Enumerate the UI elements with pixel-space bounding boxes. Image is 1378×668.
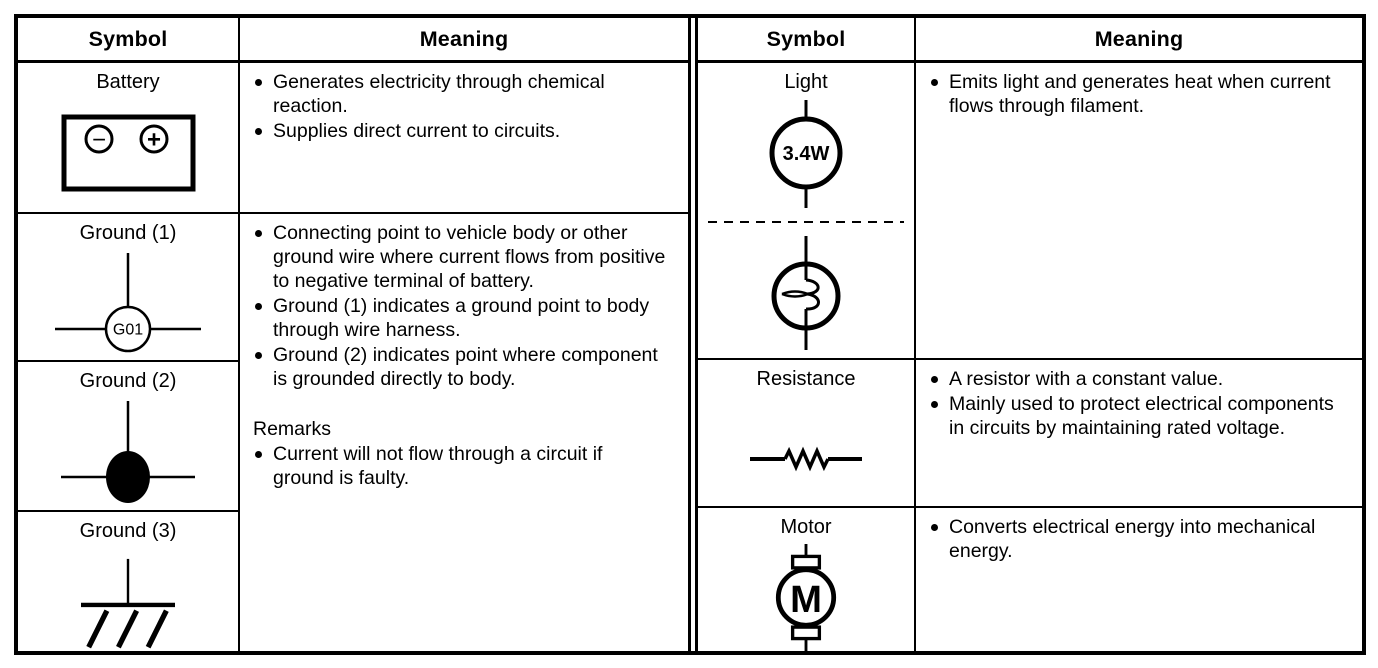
ground1-symbol-cell: Ground (1) G01 bbox=[18, 214, 240, 362]
bullet-item: Converts electrical energy into mechanic… bbox=[928, 515, 1354, 563]
resistance-label: Resistance bbox=[756, 368, 856, 390]
resistance-meaning-cell: A resistor with a constant value. Mainly… bbox=[916, 360, 1362, 508]
bullet-dot bbox=[931, 524, 938, 531]
bullet-item: Current will not flow through a circuit … bbox=[252, 442, 680, 490]
battery-symbol-cell: Battery − + bbox=[18, 63, 240, 214]
left-symbol-header: Symbol bbox=[18, 18, 240, 63]
bullet-text: Connecting point to vehicle body or othe… bbox=[273, 222, 666, 292]
right-meaning-header-label: Meaning bbox=[1094, 26, 1184, 51]
bullet-item: A resistor with a constant value. bbox=[928, 367, 1354, 391]
left-table: Symbol Meaning Battery − + bbox=[18, 18, 688, 651]
right-meaning-header: Meaning bbox=[916, 18, 1362, 63]
svg-text:G01: G01 bbox=[113, 322, 143, 339]
battery-meaning-cell: Generates electricity through chemical r… bbox=[240, 63, 688, 214]
bullet-item: Emits light and generates heat when curr… bbox=[928, 70, 1354, 118]
light-bulb-wattage-icon: 3.4W bbox=[769, 100, 843, 208]
bullet-dot bbox=[931, 401, 938, 408]
battery-label: Battery bbox=[96, 71, 160, 93]
dashed-separator bbox=[708, 221, 904, 223]
svg-text:−: − bbox=[91, 127, 105, 154]
ground3-label: Ground (3) bbox=[79, 520, 177, 542]
resistor-icon bbox=[750, 446, 862, 472]
battery-minus-terminal-icon: − bbox=[84, 124, 113, 154]
bullet-item: Mainly used to protect electrical compon… bbox=[928, 392, 1354, 440]
left-meaning-header-label: Meaning bbox=[419, 26, 509, 51]
light-label: Light bbox=[784, 71, 828, 93]
remarks-heading: Remarks bbox=[253, 418, 332, 440]
table-split-divider bbox=[688, 18, 698, 651]
battery-icon: − + bbox=[61, 114, 195, 192]
ground3-symbol-cell: Ground (3) bbox=[18, 512, 240, 651]
motor-icon: M bbox=[775, 544, 837, 651]
bullet-text: Current will not flow through a circuit … bbox=[273, 443, 603, 489]
svg-text:+: + bbox=[146, 127, 160, 154]
bullet-item: Ground (1) indicates a ground point to b… bbox=[252, 294, 680, 342]
resistance-symbol-cell: Resistance bbox=[698, 360, 916, 508]
right-symbol-header: Symbol bbox=[698, 18, 916, 63]
ground1-label: Ground (1) bbox=[79, 222, 177, 244]
bullet-text: Generates electricity through chemical r… bbox=[273, 71, 605, 117]
bullet-dot bbox=[931, 376, 938, 383]
bullet-text: Supplies direct current to circuits. bbox=[273, 120, 561, 142]
motor-meaning-cell: Converts electrical energy into mechanic… bbox=[916, 508, 1362, 651]
light-bulb-filament-icon bbox=[771, 236, 841, 350]
symbol-legend-table: Symbol Meaning Battery − + bbox=[14, 14, 1366, 655]
right-symbol-header-label: Symbol bbox=[766, 26, 846, 51]
bullet-text: Converts electrical energy into mechanic… bbox=[949, 516, 1316, 562]
bullet-item: Supplies direct current to circuits. bbox=[252, 119, 680, 143]
ground3-icon bbox=[81, 558, 175, 649]
ground2-icon bbox=[61, 401, 195, 503]
bullet-dot bbox=[255, 352, 262, 359]
light-meaning-cell: Emits light and generates heat when curr… bbox=[916, 63, 1362, 360]
ground2-label: Ground (2) bbox=[79, 370, 177, 392]
svg-text:3.4W: 3.4W bbox=[783, 143, 830, 165]
bullet-text: Mainly used to protect electrical compon… bbox=[949, 393, 1334, 439]
bullet-text: Ground (2) indicates point where compone… bbox=[273, 344, 658, 390]
bullet-text: A resistor with a constant value. bbox=[949, 368, 1224, 390]
bullet-text: Emits light and generates heat when curr… bbox=[949, 71, 1331, 117]
ground1-icon: G01 bbox=[55, 253, 201, 353]
bullet-item: Ground (2) indicates point where compone… bbox=[252, 343, 680, 391]
battery-plus-terminal-icon: + bbox=[139, 124, 168, 154]
bullet-dot bbox=[255, 128, 262, 135]
left-meaning-header: Meaning bbox=[240, 18, 688, 63]
left-symbol-header-label: Symbol bbox=[88, 26, 168, 51]
ground2-symbol-cell: Ground (2) bbox=[18, 362, 240, 512]
bullet-text: Ground (1) indicates a ground point to b… bbox=[273, 295, 650, 341]
ground-meaning-cell: Connecting point to vehicle body or othe… bbox=[240, 214, 688, 651]
right-table: Symbol Meaning Light 3.4W bbox=[698, 18, 1362, 651]
bullet-item: Generates electricity through chemical r… bbox=[252, 70, 680, 118]
bullet-dot bbox=[255, 451, 262, 458]
bullet-dot bbox=[255, 79, 262, 86]
bullet-dot bbox=[255, 303, 262, 310]
motor-label: Motor bbox=[780, 516, 832, 538]
bullet-dot bbox=[255, 230, 262, 237]
svg-text:M: M bbox=[790, 578, 822, 621]
bullet-item: Connecting point to vehicle body or othe… bbox=[252, 221, 680, 293]
bullet-dot bbox=[931, 79, 938, 86]
motor-symbol-cell: Motor M bbox=[698, 508, 916, 651]
light-symbol-cell: Light 3.4W bbox=[698, 63, 916, 360]
